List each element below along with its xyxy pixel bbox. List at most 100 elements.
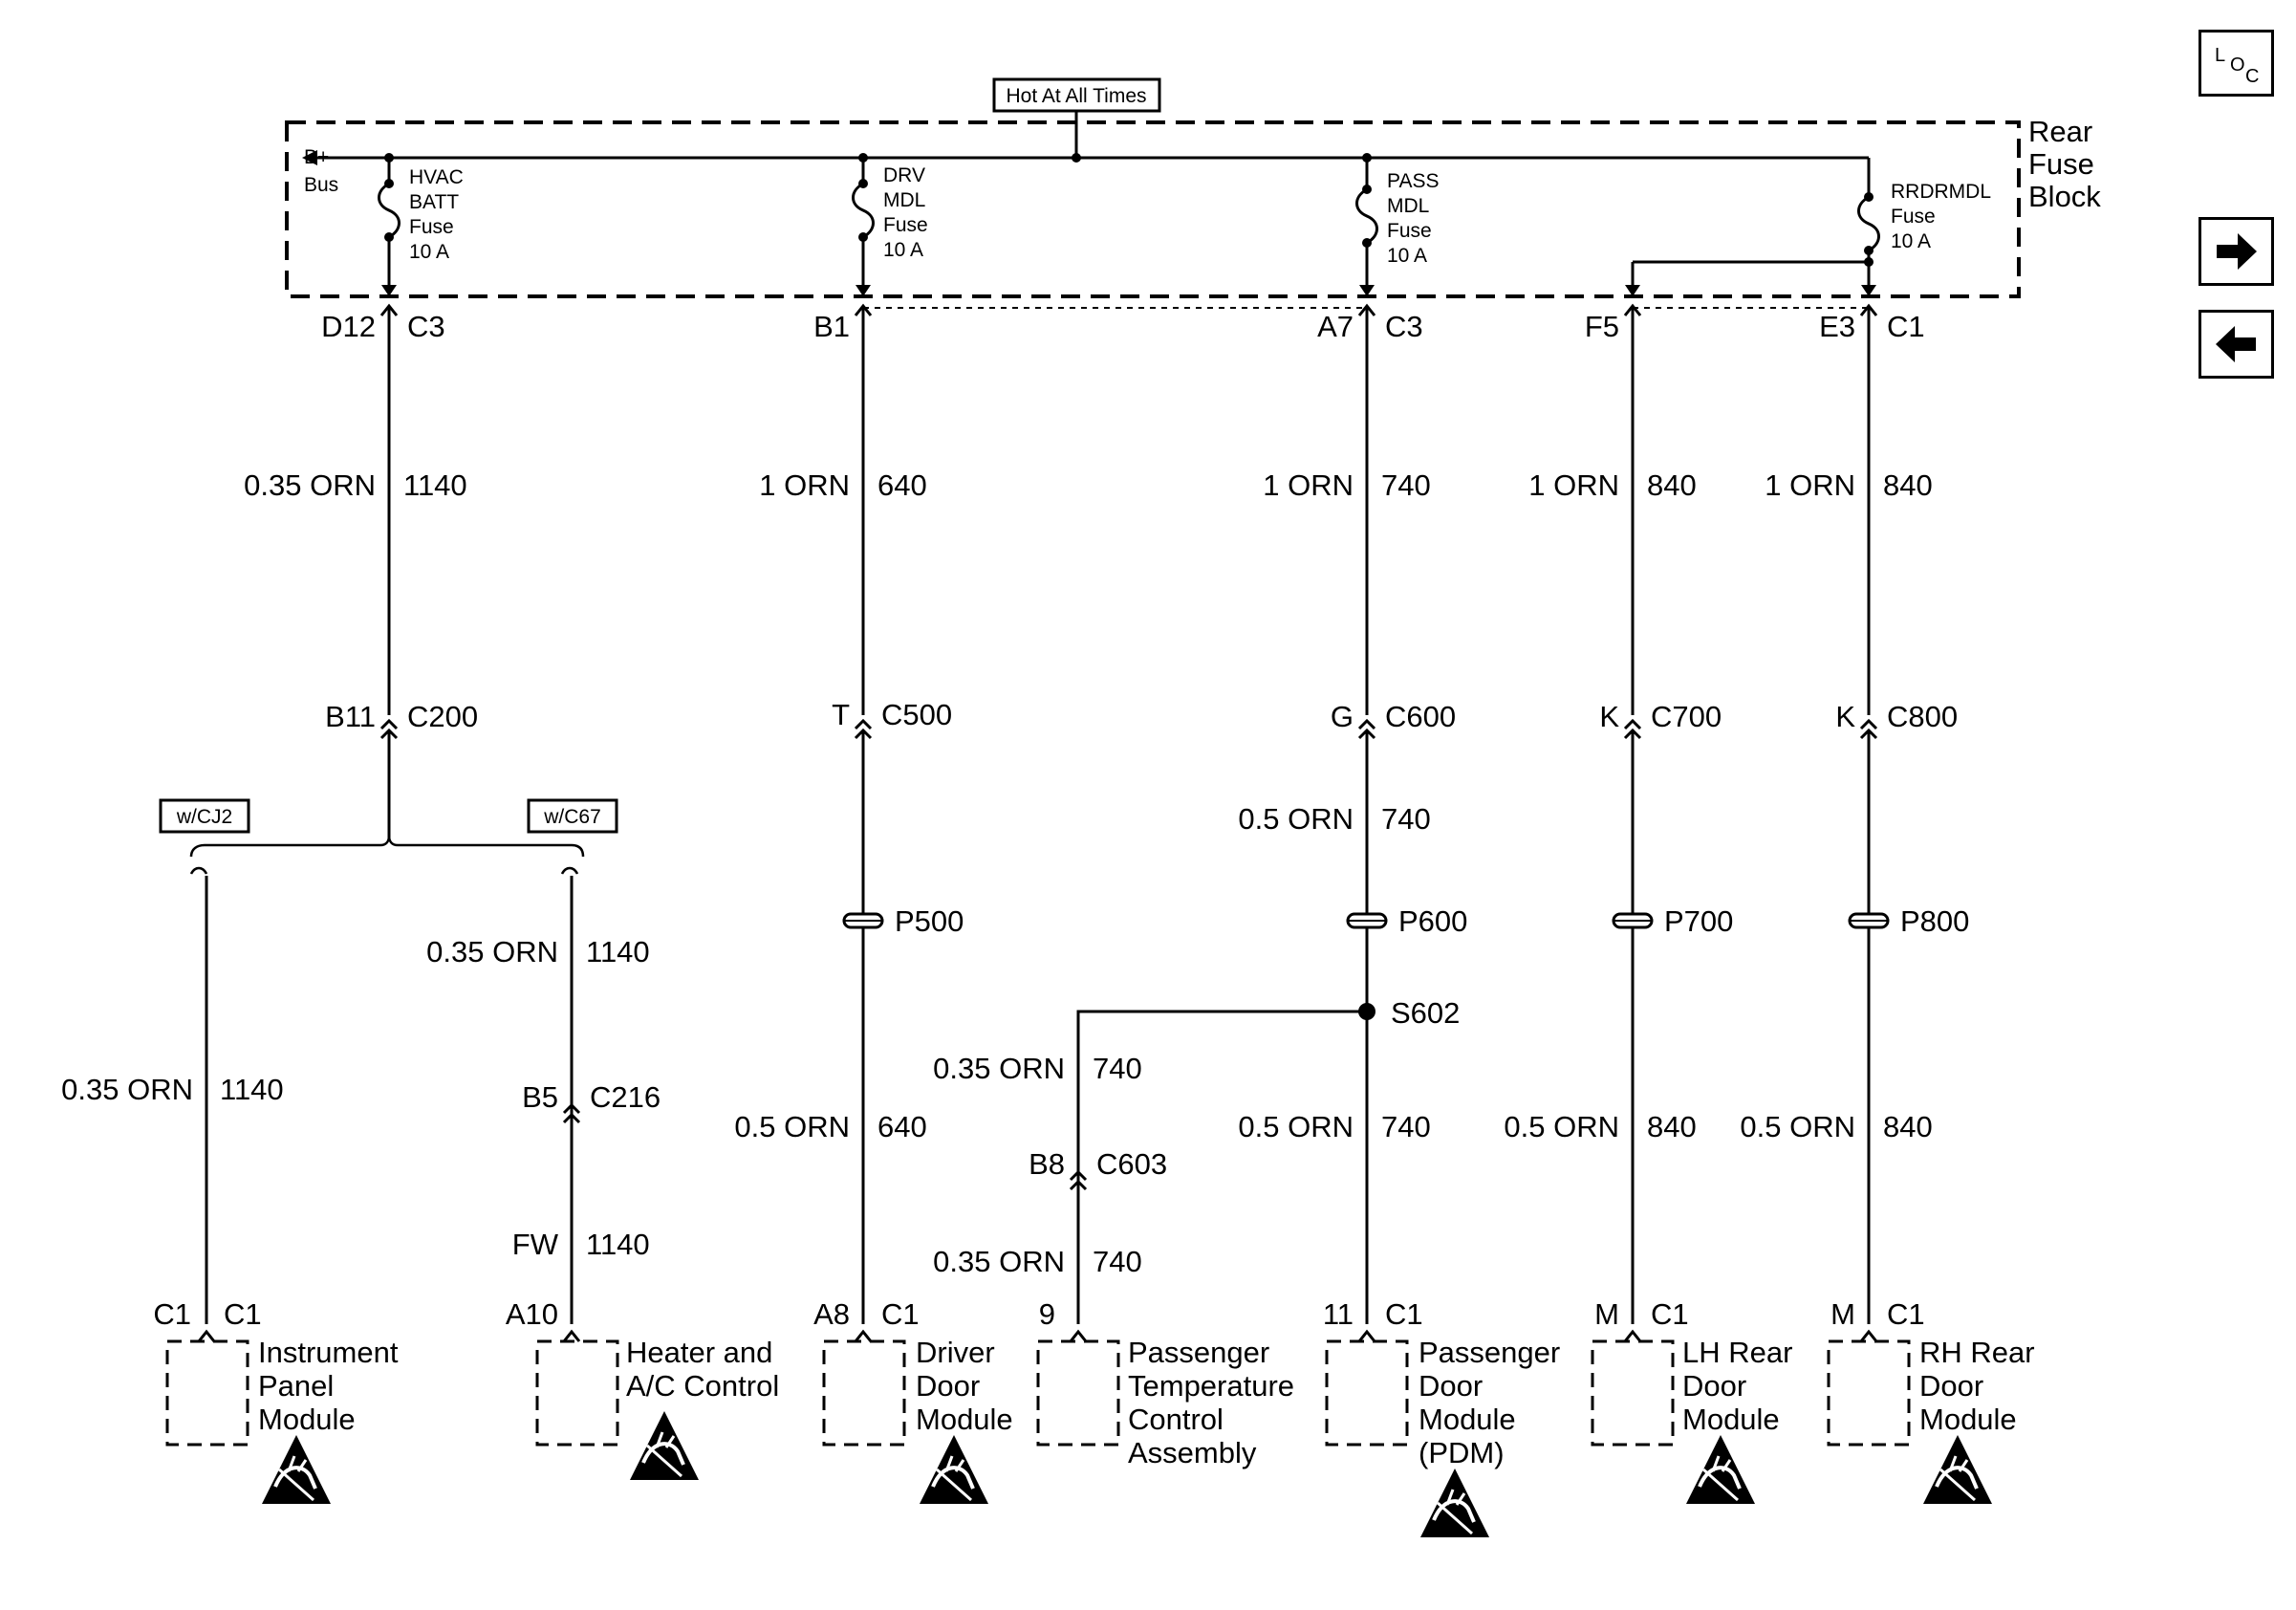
svg-text:w/CJ2: w/CJ2 [176,806,232,828]
esd-sensitive-icon [260,1433,333,1506]
pass-through-p600: P600 [1346,904,1467,938]
svg-text:1140: 1140 [220,1073,284,1106]
loc-icon: L O C [2215,45,2259,87]
svg-text:740: 740 [1381,468,1431,502]
svg-text:L: L [2215,45,2225,66]
svg-text:740: 740 [1381,1110,1431,1143]
svg-text:Panel: Panel [258,1369,334,1403]
svg-text:Door: Door [1919,1369,1983,1403]
svg-text:1 ORN: 1 ORN [1528,468,1619,502]
svg-text:RH Rear: RH Rear [1919,1336,2035,1369]
inline-connector-c600: G C600 [1331,700,1456,740]
svg-text:(PDM): (PDM) [1419,1436,1505,1469]
wire-740-ptc [1076,1010,1367,1324]
inline-connector-c700: K C700 [1599,700,1722,740]
svg-text:F5: F5 [1585,310,1619,343]
svg-text:0.5 ORN: 0.5 ORN [1238,802,1354,836]
svg-text:Module: Module [258,1403,356,1436]
svg-text:Instrument: Instrument [258,1336,399,1369]
svg-text:P800: P800 [1900,904,1969,938]
wire-label-740-ptc-upper: 0.35 ORN 740 [933,1052,1142,1085]
svg-text:Module: Module [1682,1403,1780,1436]
option-split [189,835,585,875]
svg-text:640: 640 [877,1110,927,1143]
svg-text:740: 740 [1093,1052,1142,1085]
wire-label-640-top: 1 ORN 640 [759,468,926,502]
svg-text:B1: B1 [813,310,850,343]
svg-text:C1: C1 [153,1297,191,1331]
svg-text:C3: C3 [1385,310,1423,343]
svg-text:1 ORN: 1 ORN [759,468,850,502]
svg-text:B8: B8 [1029,1147,1065,1181]
svg-text:Door: Door [916,1369,980,1403]
svg-text:Fuse: Fuse [2028,147,2094,181]
wire-label-840-rh-bottom: 0.5 ORN 840 [1740,1110,1932,1143]
fuse-drv-mdl: DRV MDL Fuse 10 A [852,153,928,296]
wire-label-840-rh-top: 1 ORN 840 [1765,468,1932,502]
svg-text:0.5 ORN: 0.5 ORN [1740,1110,1855,1143]
svg-text:C3: C3 [407,310,445,343]
svg-text:FW: FW [512,1228,559,1261]
svg-text:M: M [1594,1297,1619,1331]
svg-text:740: 740 [1093,1245,1142,1278]
svg-text:Bus: Bus [304,174,338,196]
esd-sensitive-icon [918,1433,990,1506]
svg-text:1140: 1140 [586,1228,650,1261]
svg-text:1 ORN: 1 ORN [1765,468,1855,502]
svg-text:640: 640 [877,468,927,502]
inline-connector-c800: K C800 [1835,700,1958,740]
terminal-a7-c3: A7 C3 [1317,304,1423,343]
previous-page-button[interactable] [2199,310,2274,379]
svg-text:C1: C1 [224,1297,262,1331]
svg-text:Module: Module [1919,1403,2017,1436]
module-driver-door: A8 C1 Driver Door Module [813,1297,1013,1506]
svg-text:0.35 ORN: 0.35 ORN [933,1245,1065,1278]
svg-text:840: 840 [1647,468,1697,502]
svg-text:S602: S602 [1391,996,1460,1030]
svg-text:Passenger: Passenger [1128,1336,1269,1369]
svg-text:10 A: 10 A [1387,245,1427,267]
svg-text:LH Rear: LH Rear [1682,1336,1792,1369]
svg-text:Passenger: Passenger [1419,1336,1560,1369]
inline-connector-c603: B8 C603 [1029,1147,1167,1191]
module-passenger-door: 11 C1 Passenger Door Module (PDM) [1323,1297,1560,1539]
svg-text:740: 740 [1381,802,1431,836]
svg-text:C1: C1 [1887,1297,1925,1331]
svg-text:P600: P600 [1398,904,1467,938]
wire-label-740-bottom: 0.5 ORN 740 [1238,1110,1430,1143]
svg-text:0.35 ORN: 0.35 ORN [933,1052,1065,1085]
wire-label-740-ptc-lower: 0.35 ORN 740 [933,1245,1142,1278]
wire-label-1140-hvac-lower: FW 1140 [512,1228,650,1261]
terminal-f5: F5 [1585,304,1642,343]
svg-text:0.5 ORN: 0.5 ORN [734,1110,850,1143]
svg-text:840: 840 [1883,468,1933,502]
svg-text:B+: B+ [304,146,329,168]
esd-sensitive-icon [628,1409,701,1482]
next-page-button[interactable] [2199,217,2274,286]
svg-text:Fuse: Fuse [883,214,928,236]
rear-fuse-block-outline [285,120,2021,298]
loc-button[interactable]: L O C [2199,30,2274,97]
svg-text:G: G [1331,700,1354,733]
svg-text:9: 9 [1039,1297,1055,1331]
svg-text:Control: Control [1128,1403,1224,1436]
svg-text:0.5 ORN: 0.5 ORN [1238,1110,1354,1143]
wire-label-1140-ipm: 0.35 ORN 1140 [61,1073,284,1106]
svg-text:K: K [1599,700,1619,733]
svg-text:HVAC: HVAC [409,166,464,188]
wire-label-1140-hvac-upper: 0.35 ORN 1140 [426,935,650,968]
svg-text:Fuse: Fuse [1891,206,1936,228]
module-passenger-temp-control: 9 Passenger Temperature Control Assembly [1036,1297,1294,1469]
terminal-e3-c1: E3 C1 [1819,304,1925,343]
wire-label-740-top: 1 ORN 740 [1263,468,1430,502]
hot-label: Hot At All Times [1006,85,1146,107]
svg-text:T: T [832,698,850,731]
svg-text:C600: C600 [1385,700,1456,733]
svg-text:C1: C1 [1887,310,1925,343]
esd-sensitive-icon [1419,1467,1491,1539]
svg-text:Fuse: Fuse [1387,220,1432,242]
svg-text:0.35 ORN: 0.35 ORN [244,468,376,502]
pass-through-p500: P500 [842,904,964,938]
svg-text:MDL: MDL [883,189,925,211]
